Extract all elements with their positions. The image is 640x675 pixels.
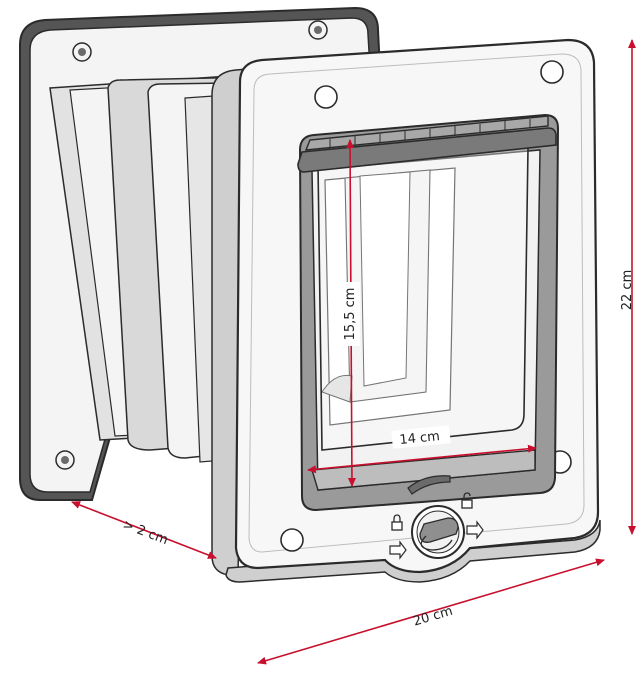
depth-line [71, 501, 217, 559]
depth-label: > 2 cm [121, 517, 170, 548]
front-screw-hole-top-right [540, 60, 564, 84]
lock-open-icon [461, 492, 473, 509]
lock-closed-icon [391, 514, 403, 531]
flap-height-label-bg [338, 282, 360, 346]
height-label: 22 cm [620, 270, 635, 311]
cat-in-icon [389, 540, 407, 560]
front-screw-hole-top-left [314, 85, 338, 109]
flap-opening [297, 113, 560, 512]
flap-panel [317, 147, 529, 451]
control-area [389, 492, 484, 560]
rotary-dial-icon [411, 505, 465, 559]
width-label: 20 cm [411, 604, 454, 630]
cat-out-icon [466, 520, 484, 540]
flap-width-line [307, 444, 537, 474]
flap-width-label-bg [391, 425, 451, 449]
flap-latch-tab [407, 475, 451, 495]
flap-width-label: 14 cm [399, 429, 441, 448]
width-line [257, 558, 605, 665]
flap-hinge-bar [297, 127, 557, 173]
front-screw-hole-bottom-left [280, 528, 304, 552]
flap-height-label: 15,5 cm [343, 288, 358, 341]
